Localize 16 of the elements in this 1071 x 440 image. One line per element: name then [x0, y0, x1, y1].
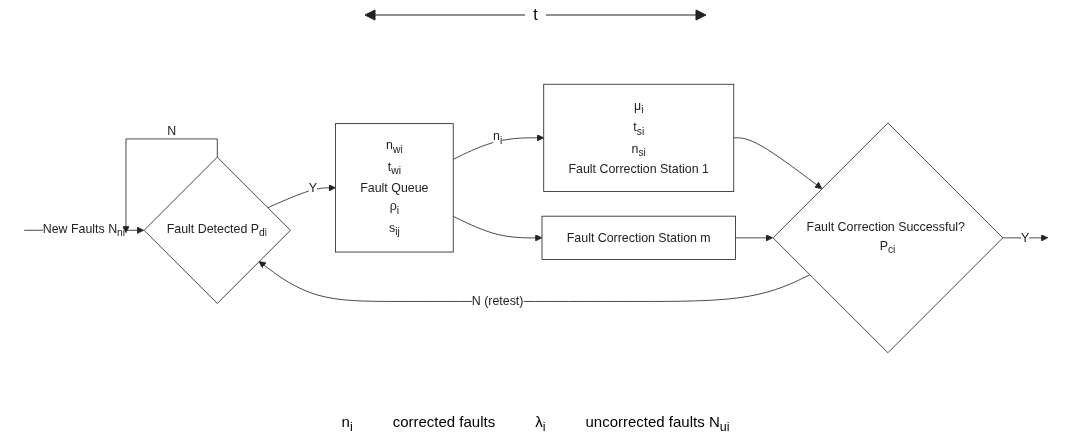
node-box: μ$_{i}$ t$_{si}$ n$_{si}$ Fault Correction Station 1 — [542, 83, 734, 192]
node-diamond: Fault Correction Successful? P$_{ci}$ — [772, 122, 1003, 354]
time-label: t — [533, 6, 538, 24]
edge-label: Y — [308, 180, 317, 195]
note-label: n$_{i}$ — [341, 413, 353, 434]
edge-label: New Faults N$_{ni}$ — [42, 221, 125, 239]
note-label: λ$_{i}$ — [535, 413, 546, 434]
note-label: corrected faults — [392, 413, 496, 432]
edge-label: N — [166, 123, 176, 138]
node-diamond: Fault Detected P$_{di}$ — [143, 156, 291, 304]
edge-label: N (retest) — [471, 293, 523, 308]
edge-label: n$_{i}$ — [492, 128, 502, 147]
node-box: n$_{wi}$ t$_{wi}$ Fault Queue ρ$_{i}$ s$_{ij}$ — [334, 123, 454, 253]
edge-label: Y — [1020, 230, 1029, 245]
note-label: uncorrected faults N$_{ui}$ — [585, 413, 730, 434]
node-box: Fault Correction Station m — [541, 215, 736, 260]
